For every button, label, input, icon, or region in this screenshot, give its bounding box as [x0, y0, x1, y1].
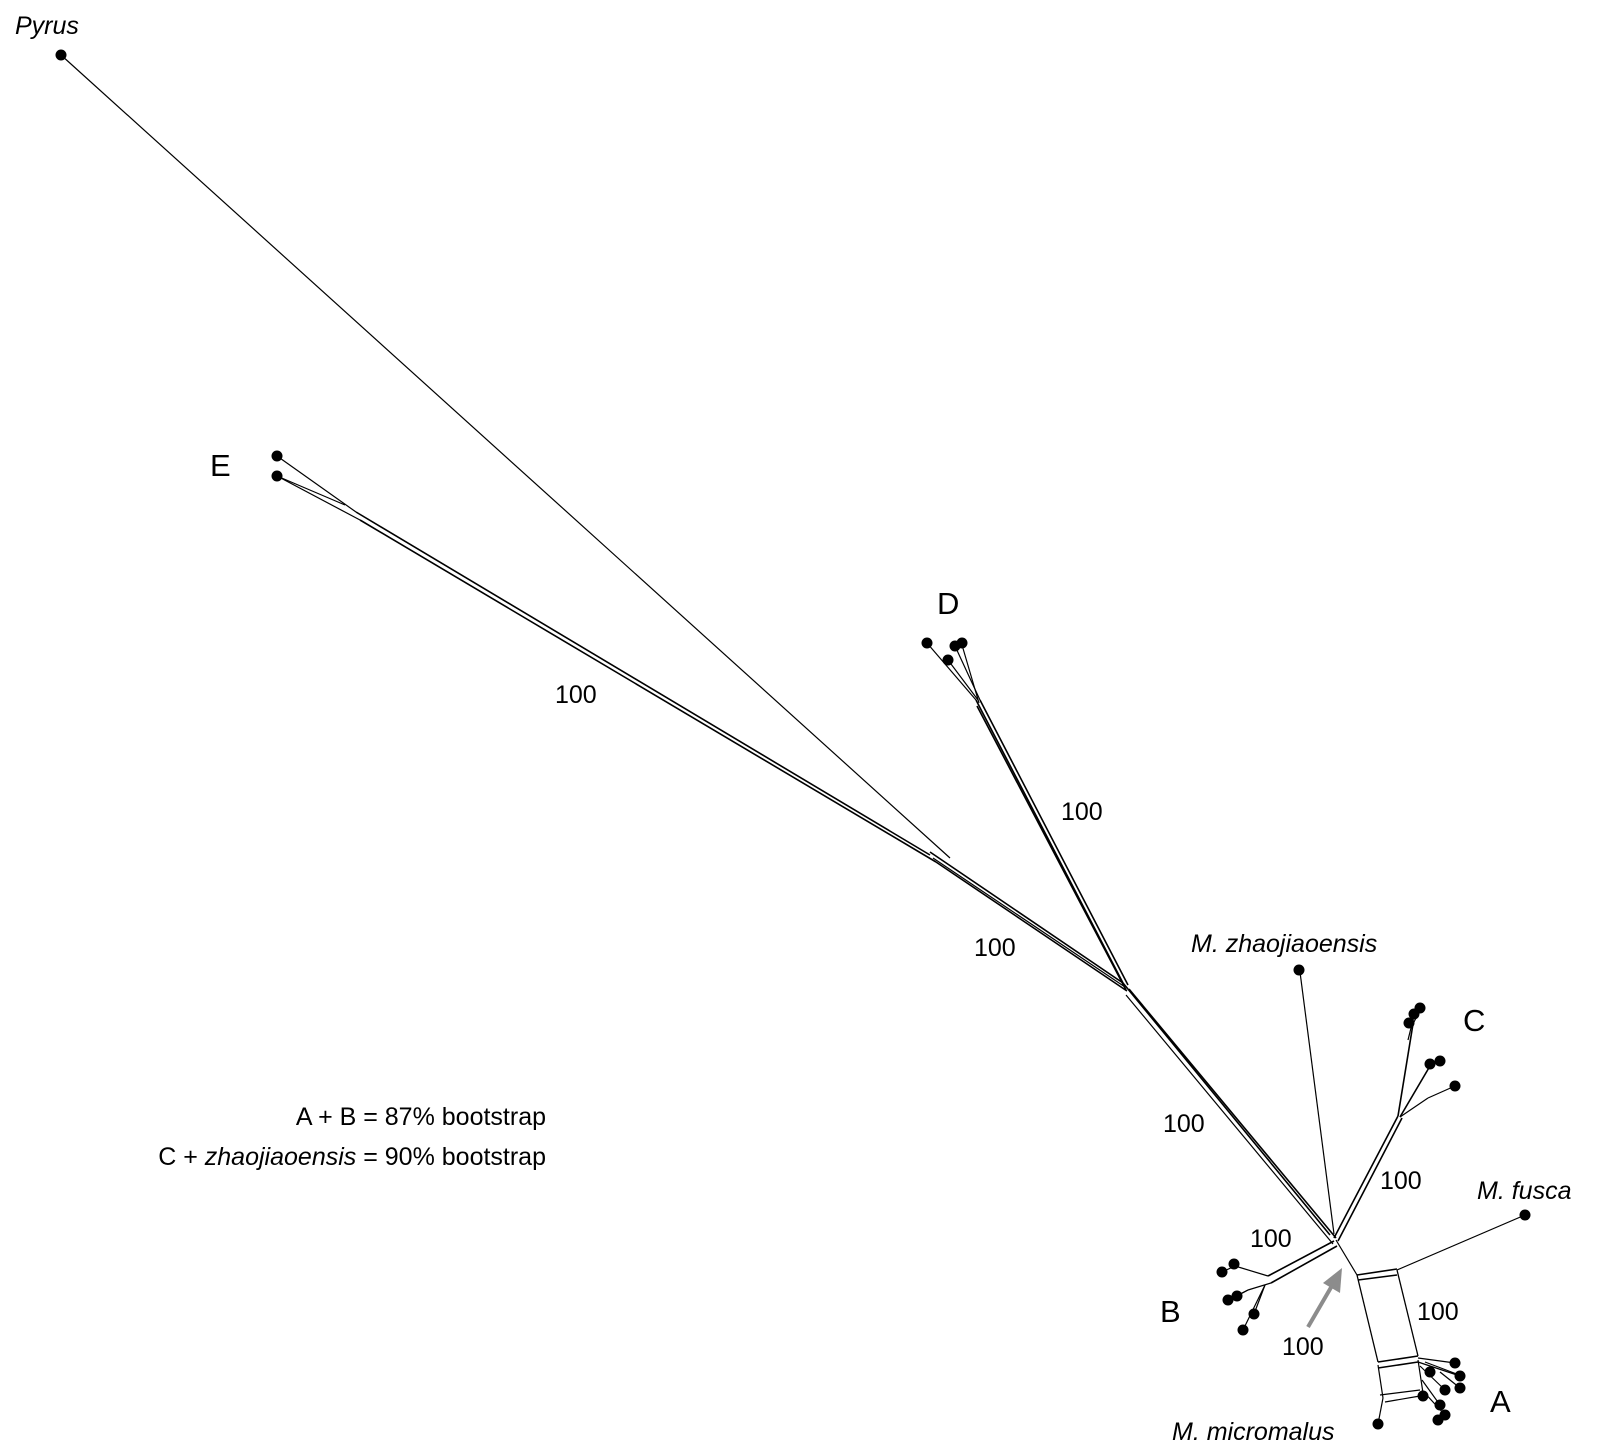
note-line-2: C + zhaojiaoensis = 90% bootstrap [158, 1143, 546, 1171]
tip-a-3 [1439, 1384, 1451, 1396]
tip-d-1 [921, 637, 933, 649]
tip-e-1 [271, 450, 283, 462]
tip-d-2 [942, 654, 954, 666]
edge-trunk-upper [929, 851, 1128, 992]
group-label-a: A [1490, 1384, 1511, 1419]
tip-b-4 [1222, 1294, 1234, 1306]
taxon-label-micromalus: M. micromalus [1172, 1418, 1335, 1446]
tip-a-9 [1432, 1414, 1444, 1426]
tip-c-1 [1403, 1017, 1415, 1029]
tip-a-7 [1424, 1366, 1436, 1378]
tip-c-4 [1424, 1058, 1436, 1070]
group-label-c: C [1463, 1003, 1485, 1038]
bootstrap-inner-1: 100 [974, 934, 1016, 962]
edge-clade-e [276, 455, 937, 863]
taxon-label-pyrus: Pyrus [15, 12, 79, 40]
tip-a-2 [1454, 1370, 1466, 1382]
bootstrap-center: 100 [1282, 1333, 1324, 1361]
bootstrap-inner-2: 100 [1163, 1110, 1205, 1138]
tip-b-2 [1228, 1258, 1240, 1270]
edge-pyrus [60, 54, 951, 859]
tip-e-2 [271, 470, 283, 482]
network-edges [60, 54, 1526, 1425]
edge-zhaojiaoensis [1299, 971, 1335, 1235]
group-label-d: D [937, 586, 959, 621]
group-label-e: E [210, 448, 231, 483]
tip-zhaojiaoensis [1293, 964, 1305, 976]
edge-clade-b [1221, 1240, 1338, 1331]
labels: Pyrus E D C B A M. zhaojiaoensis M. fusc… [15, 12, 1572, 1446]
tip-b-3 [1231, 1290, 1243, 1302]
tip-b-5 [1237, 1324, 1249, 1336]
arrow-icon [1306, 1268, 1342, 1329]
tip-fusca [1519, 1209, 1531, 1221]
bootstrap-b-branch: 100 [1250, 1225, 1292, 1253]
tip-a-8 [1417, 1390, 1429, 1402]
tip-b-6 [1248, 1308, 1260, 1320]
note-line-2-suffix: = 90% bootstrap [356, 1143, 546, 1171]
tip-b-1 [1216, 1266, 1228, 1278]
tip-a-4 [1434, 1399, 1446, 1411]
bootstrap-e-branch: 100 [555, 681, 597, 709]
tip-a-1 [1449, 1357, 1461, 1369]
taxon-label-zhaojiaoensis: M. zhaojiaoensis [1191, 930, 1377, 958]
note-line-2-prefix: C + [158, 1143, 205, 1171]
bootstrap-d-branch: 100 [1061, 798, 1103, 826]
tip-c-3 [1414, 1002, 1426, 1014]
tip-c-6 [1449, 1080, 1461, 1092]
note-line-2-italic: zhaojiaoensis [204, 1143, 357, 1171]
bootstrap-c-branch: 100 [1380, 1167, 1422, 1195]
bootstrap-a-branch: 100 [1417, 1298, 1459, 1326]
tip-c-5 [1434, 1055, 1446, 1067]
note-line-1: A + B = 87% bootstrap [296, 1103, 546, 1131]
tip-d-4 [956, 637, 968, 649]
tip-a-6 [1454, 1382, 1466, 1394]
tip-micromalus [1372, 1418, 1384, 1430]
edge-trunk-lower [1122, 982, 1337, 1245]
group-label-b: B [1160, 1294, 1181, 1329]
tip-nodes [55, 49, 1531, 1430]
taxon-label-fusca: M. fusca [1477, 1177, 1572, 1205]
tip-pyrus [55, 49, 67, 61]
edge-clade-d [926, 642, 1129, 991]
edge-clade-c [1333, 1009, 1456, 1242]
